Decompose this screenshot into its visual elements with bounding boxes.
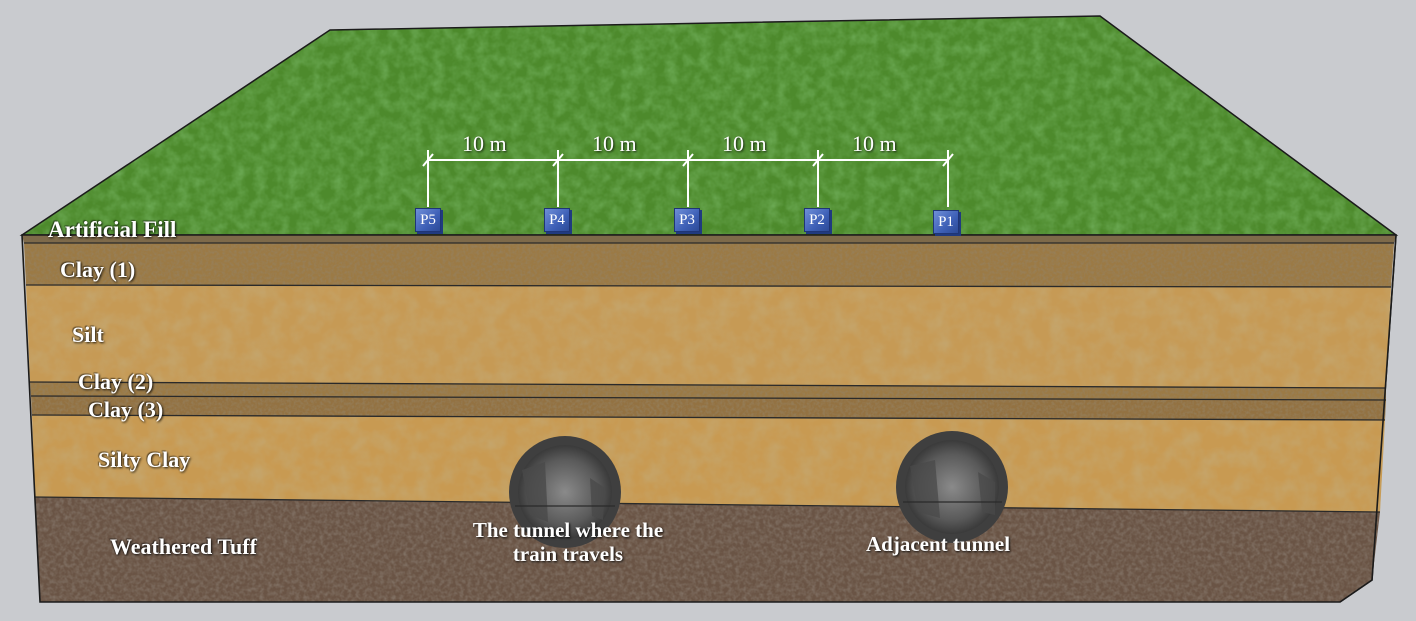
- spacing-dimension-lines: [422, 150, 954, 207]
- spacing-label-3: 10 m: [722, 131, 767, 156]
- layer-boundaries: [21, 234, 1397, 603]
- label-silty-clay: Silty Clay: [98, 447, 191, 472]
- label-clay-1: Clay (1): [60, 257, 136, 282]
- label-clay-3: Clay (3): [88, 397, 164, 422]
- monitoring-point-p2: P2: [804, 208, 830, 232]
- monitoring-point-p1: P1: [933, 210, 959, 234]
- layer-artificial-fill: [22, 235, 1396, 243]
- monitoring-point-p4: P4: [544, 208, 570, 232]
- adjacent-tunnel: [896, 431, 1008, 543]
- monitoring-point-p5: P5: [415, 208, 441, 232]
- label-weathered-tuff: Weathered Tuff: [110, 534, 257, 559]
- label-artificial-fill: Artificial Fill: [48, 217, 177, 242]
- label-train-tunnel: The tunnel where the train travels: [442, 518, 694, 566]
- label-train-tunnel-line2: train travels: [512, 542, 624, 566]
- label-clay-2: Clay (2): [78, 369, 154, 394]
- spacing-label-4: 10 m: [852, 131, 897, 156]
- label-silt: Silt: [72, 322, 104, 347]
- soil-layers: [22, 235, 1396, 602]
- ground-surface: [19, 15, 1399, 236]
- spacing-label-1: 10 m: [462, 131, 507, 156]
- monitoring-point-p3: P3: [674, 208, 700, 232]
- spacing-label-2: 10 m: [592, 131, 637, 156]
- label-adjacent-tunnel: Adjacent tunnel: [866, 532, 1011, 556]
- train-tunnel: [509, 436, 621, 548]
- label-train-tunnel-line1: The tunnel where the: [472, 518, 664, 542]
